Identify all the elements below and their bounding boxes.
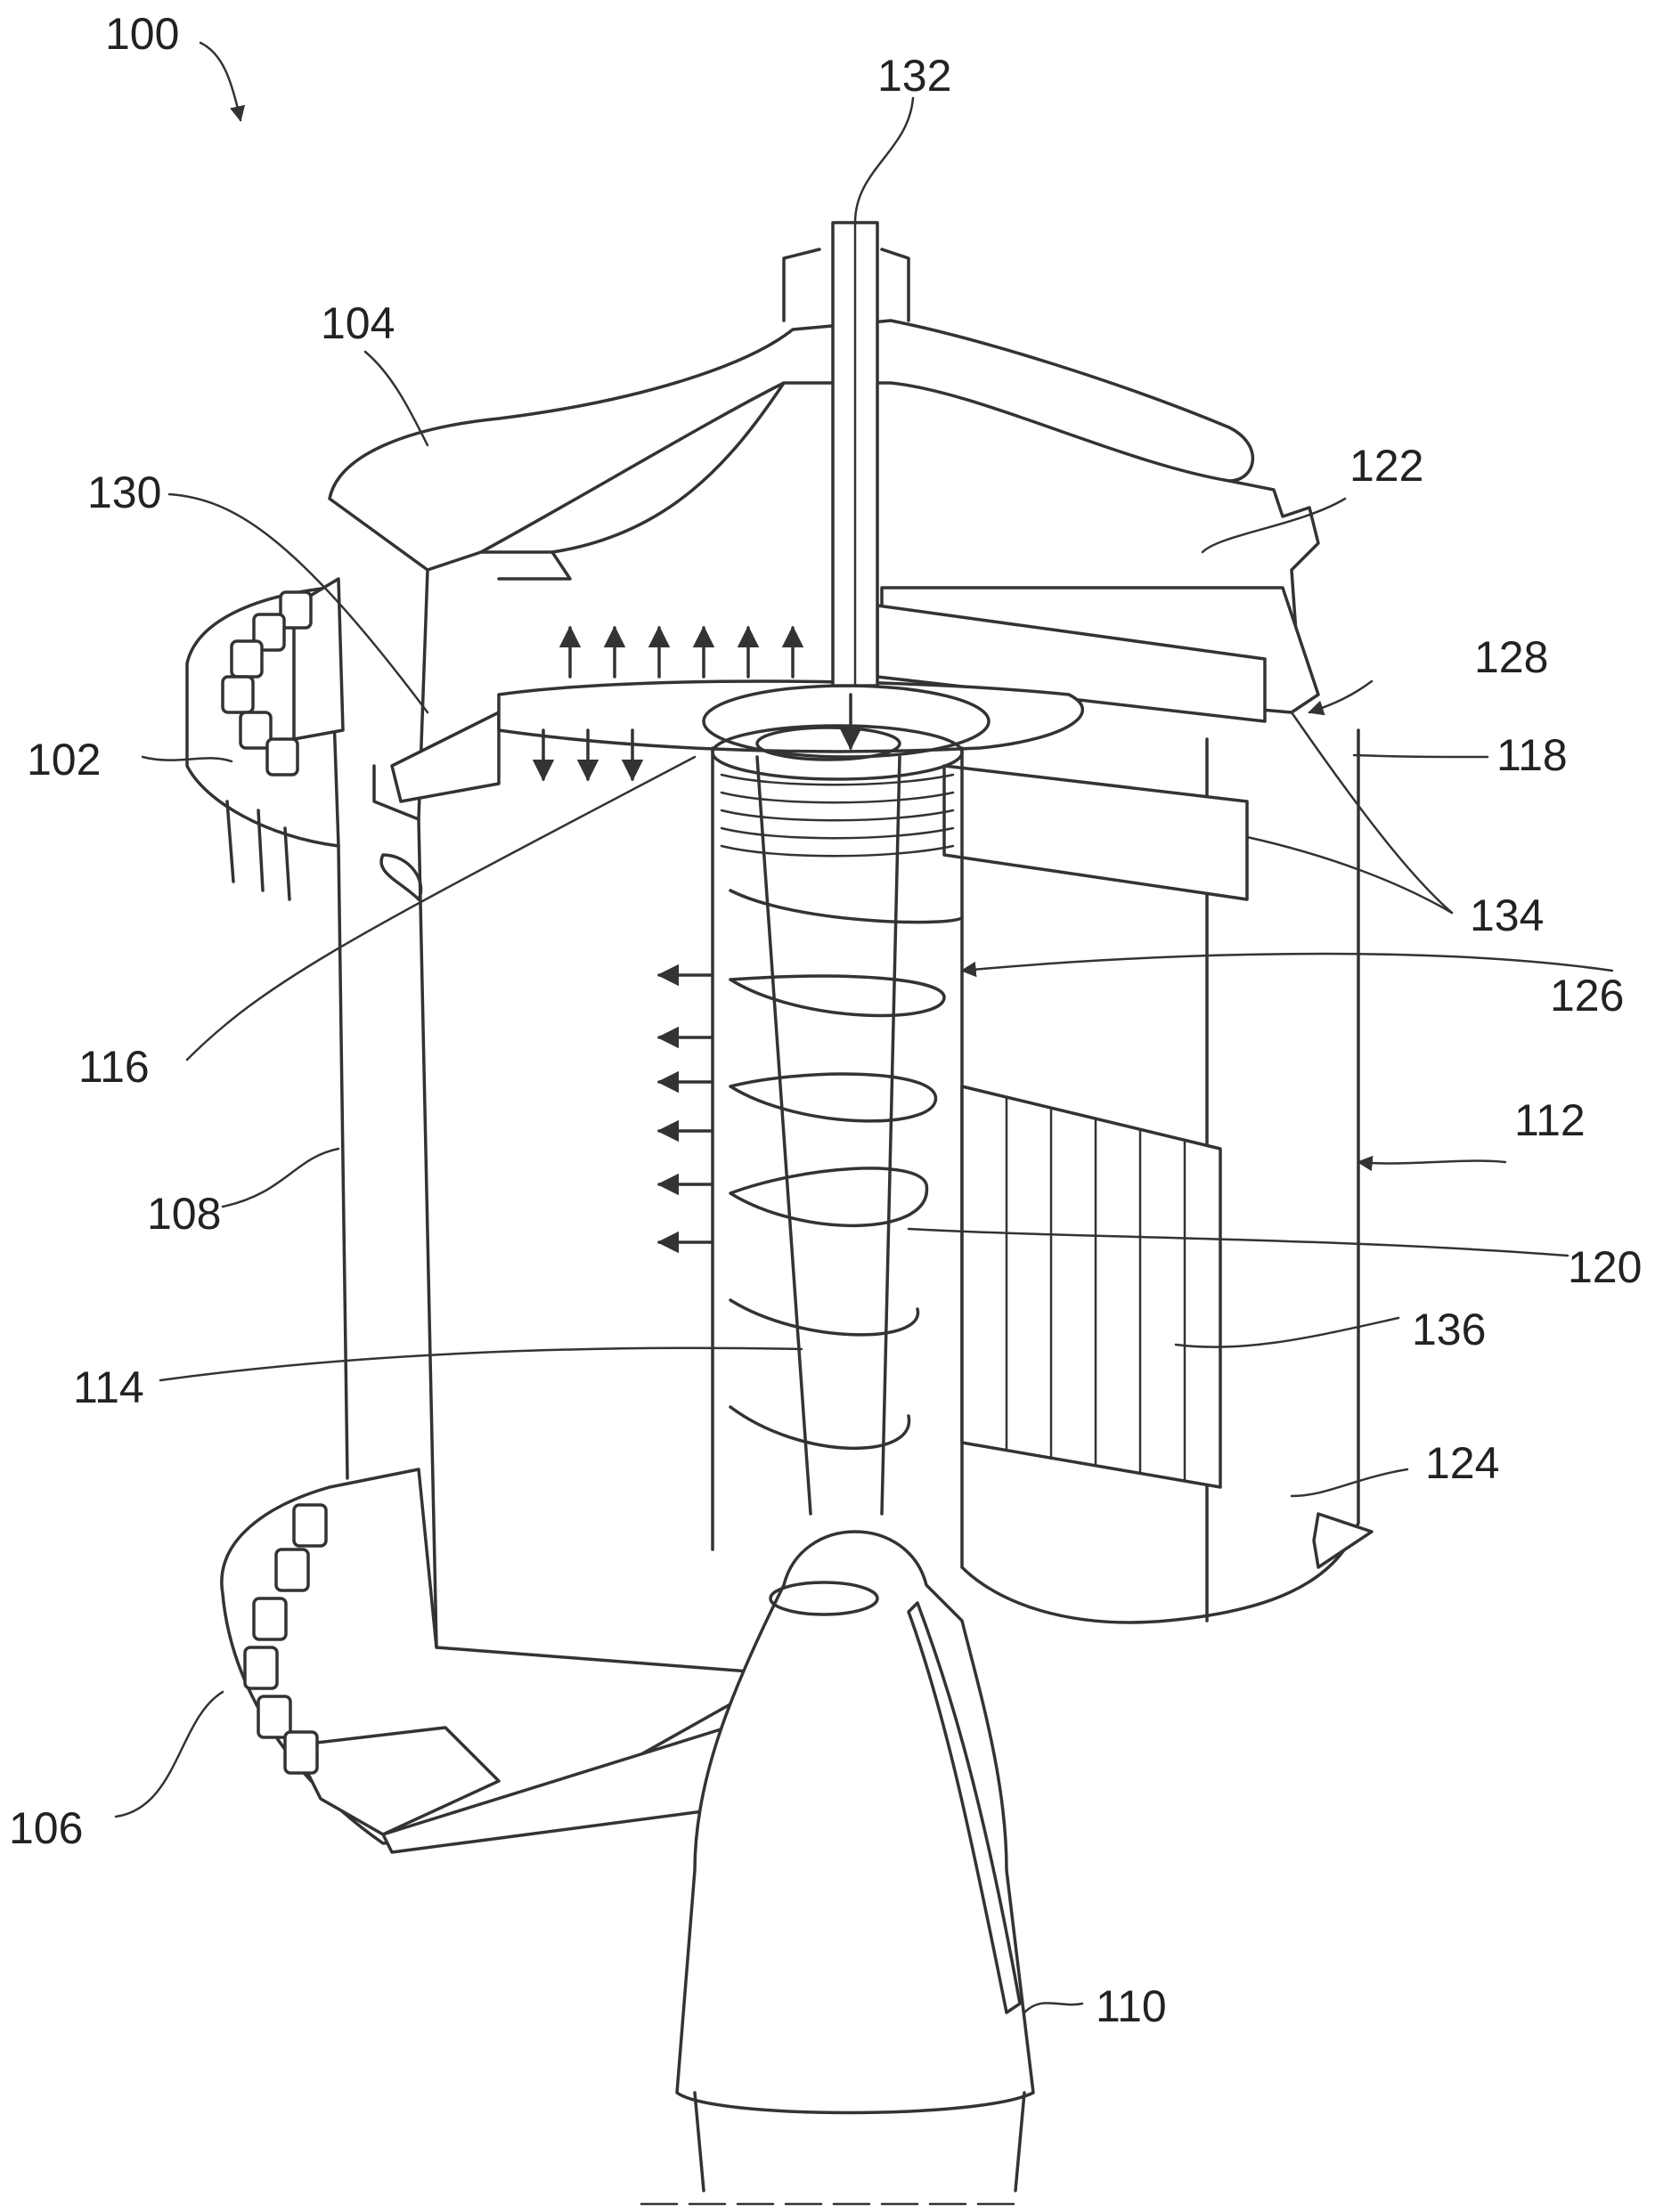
label-132: 132 xyxy=(877,51,951,101)
label-108: 108 xyxy=(147,1189,221,1239)
label-130: 130 xyxy=(87,468,161,517)
feed-pipe xyxy=(833,223,877,748)
helical-coil xyxy=(722,775,962,1448)
label-110: 110 xyxy=(1096,1981,1167,2031)
label-100: 100 xyxy=(105,9,179,59)
label-102: 102 xyxy=(27,735,101,785)
label-106: 106 xyxy=(9,1803,83,1853)
label-114: 114 xyxy=(73,1362,144,1412)
label-120: 120 xyxy=(1568,1242,1642,1292)
label-128: 128 xyxy=(1474,632,1548,682)
label-116: 116 xyxy=(78,1042,150,1092)
label-118: 118 xyxy=(1496,730,1568,780)
label-124: 124 xyxy=(1425,1438,1499,1488)
label-112: 112 xyxy=(1514,1095,1586,1145)
flow-arrows-left xyxy=(659,975,713,1242)
top-flange xyxy=(187,579,343,899)
label-136: 136 xyxy=(1412,1305,1486,1354)
packing-section xyxy=(962,1086,1220,1487)
outlet-nozzle xyxy=(641,1532,1033,2204)
label-122: 122 xyxy=(1349,441,1423,491)
label-104: 104 xyxy=(321,298,395,348)
flow-arrows-up xyxy=(570,628,793,677)
label-126: 126 xyxy=(1550,971,1624,1021)
label-134: 134 xyxy=(1470,890,1544,940)
